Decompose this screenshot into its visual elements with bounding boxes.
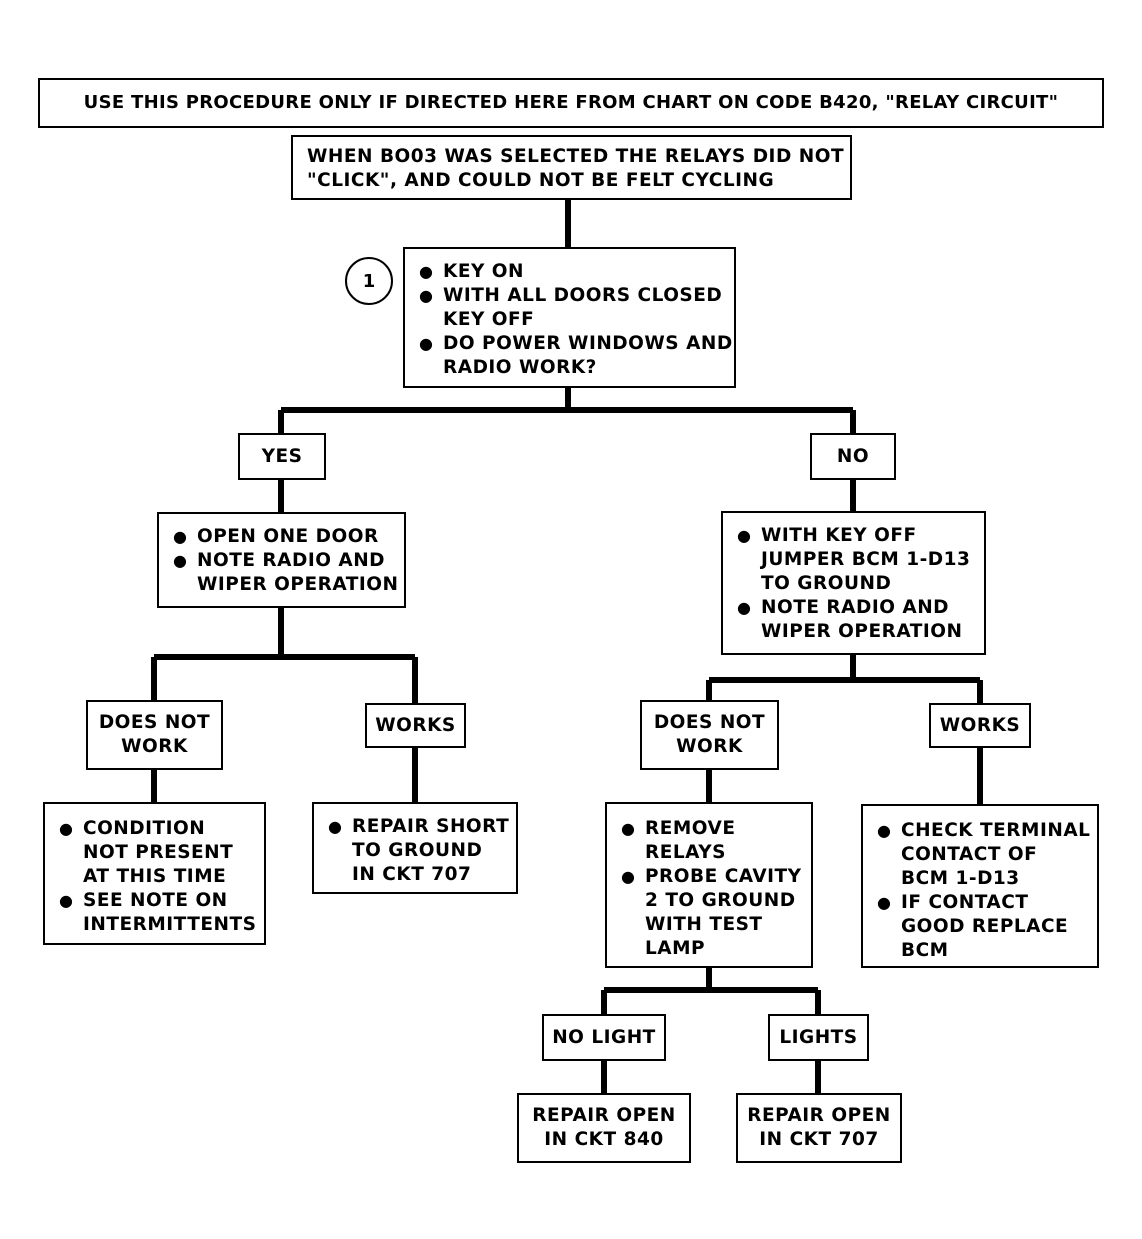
- no-does-not-work-result: REMOVE RELAYS PROBE CAVITY 2 TO GROUND W…: [605, 802, 813, 968]
- label-text: LIGHTS: [779, 1026, 858, 1048]
- lights-result: REPAIR OPEN IN CKT 707: [736, 1093, 902, 1163]
- step1-item-line: KEY ON: [443, 261, 525, 282]
- result-line: REPAIR OPEN: [747, 1105, 891, 1126]
- intro-line: WHEN BO03 WAS SELECTED THE RELAYS DID NO…: [307, 146, 845, 167]
- label-line: WORK: [676, 736, 743, 757]
- step1-box: KEY ON WITH ALL DOORS CLOSED KEY OFF DO …: [403, 247, 736, 388]
- no-label: NO: [810, 433, 896, 480]
- result-line: CONTACT OF: [901, 844, 1038, 865]
- no-action-line: TO GROUND: [761, 573, 892, 594]
- result-line: PROBE CAVITY: [645, 866, 802, 887]
- step1-item-line: WITH ALL DOORS CLOSED: [443, 285, 723, 306]
- result-line: CHECK TERMINAL: [901, 820, 1091, 841]
- no-action-box: WITH KEY OFF JUMPER BCM 1-D13 TO GROUND …: [721, 511, 986, 655]
- result-item: REPAIR SHORT TO GROUND IN CKT 707: [328, 815, 516, 887]
- lights-label: LIGHTS: [768, 1014, 869, 1061]
- result-line: LAMP: [645, 938, 706, 959]
- result-line: SEE NOTE ON: [83, 890, 228, 911]
- result-item: IF CONTACT GOOD REPLACE BCM: [877, 891, 1097, 963]
- no-label-text: NO: [836, 445, 870, 467]
- step1-item-line: RADIO WORK?: [443, 357, 597, 378]
- no-action-line: JUMPER BCM 1-D13: [761, 549, 971, 570]
- result-item: REMOVE RELAYS: [621, 817, 811, 865]
- no-action-item: NOTE RADIO AND WIPER OPERATION: [737, 596, 984, 644]
- yes-works-label: WORKS: [365, 703, 466, 748]
- result-line: IN CKT 840: [544, 1129, 664, 1150]
- result-line: REMOVE: [645, 818, 736, 839]
- step-number: 1: [362, 270, 376, 292]
- result-line: 2 TO GROUND: [645, 890, 796, 911]
- no-works-label: WORKS: [929, 703, 1031, 748]
- result-line: WITH TEST: [645, 914, 763, 935]
- no-action-line: WIPER OPERATION: [761, 621, 963, 642]
- label-text: NO LIGHT: [552, 1026, 656, 1048]
- yes-action-line: NOTE RADIO AND: [197, 550, 386, 571]
- result-line: TO GROUND: [352, 840, 483, 861]
- label-text: WORKS: [375, 714, 456, 736]
- step1-item: KEY ON: [419, 260, 734, 284]
- header-banner: USE THIS PROCEDURE ONLY IF DIRECTED HERE…: [38, 78, 1104, 128]
- yes-does-not-work-result: CONDITION NOT PRESENT AT THIS TIME SEE N…: [43, 802, 266, 945]
- intro-line: "CLICK", AND COULD NOT BE FELT CYCLING: [307, 170, 775, 191]
- label-line: DOES NOT: [98, 712, 211, 733]
- result-line: AT THIS TIME: [83, 866, 227, 887]
- no-action-line: NOTE RADIO AND: [761, 597, 950, 618]
- no-does-not-work-label: DOES NOT WORK: [640, 700, 779, 770]
- result-line: IN CKT 707: [352, 864, 472, 885]
- label-line: DOES NOT: [653, 712, 766, 733]
- result-line: NOT PRESENT: [83, 842, 234, 863]
- step1-item: WITH ALL DOORS CLOSED KEY OFF: [419, 284, 734, 332]
- yes-action-line: WIPER OPERATION: [197, 574, 399, 595]
- result-line: RELAYS: [645, 842, 726, 863]
- result-line: BCM: [901, 940, 949, 961]
- no-action-item: WITH KEY OFF JUMPER BCM 1-D13 TO GROUND: [737, 524, 984, 596]
- result-line: IN CKT 707: [759, 1129, 879, 1150]
- yes-label: YES: [238, 433, 326, 480]
- step1-item-line: DO POWER WINDOWS AND: [443, 333, 733, 354]
- header-text: USE THIS PROCEDURE ONLY IF DIRECTED HERE…: [83, 92, 1059, 113]
- result-line: BCM 1-D13: [901, 868, 1020, 889]
- yes-action-item: NOTE RADIO AND WIPER OPERATION: [173, 549, 404, 597]
- no-works-result: CHECK TERMINAL CONTACT OF BCM 1-D13 IF C…: [861, 804, 1099, 968]
- result-line: GOOD REPLACE: [901, 916, 1069, 937]
- result-item: CONDITION NOT PRESENT AT THIS TIME: [59, 817, 264, 889]
- label-line: WORK: [121, 736, 188, 757]
- result-line: CONDITION: [83, 818, 206, 839]
- intro-box: WHEN BO03 WAS SELECTED THE RELAYS DID NO…: [291, 135, 852, 200]
- result-line: REPAIR OPEN: [532, 1105, 676, 1126]
- result-line: IF CONTACT: [901, 892, 1029, 913]
- yes-does-not-work-label: DOES NOT WORK: [86, 700, 223, 770]
- yes-action-box: OPEN ONE DOOR NOTE RADIO AND WIPER OPERA…: [157, 512, 406, 608]
- result-line: REPAIR SHORT: [352, 816, 510, 837]
- no-light-label: NO LIGHT: [542, 1014, 666, 1061]
- result-item: PROBE CAVITY 2 TO GROUND WITH TEST LAMP: [621, 865, 811, 961]
- yes-action-item: OPEN ONE DOOR: [173, 525, 404, 549]
- yes-action-line: OPEN ONE DOOR: [197, 526, 379, 547]
- step1-item-line: KEY OFF: [443, 309, 535, 330]
- result-item: CHECK TERMINAL CONTACT OF BCM 1-D13: [877, 819, 1097, 891]
- result-item: SEE NOTE ON INTERMITTENTS: [59, 889, 264, 937]
- no-action-line: WITH KEY OFF: [761, 525, 917, 546]
- label-text: WORKS: [939, 714, 1021, 736]
- result-line: INTERMITTENTS: [83, 914, 257, 935]
- step1-item: DO POWER WINDOWS AND RADIO WORK?: [419, 332, 734, 380]
- step-marker: 1: [345, 257, 393, 305]
- yes-works-result: REPAIR SHORT TO GROUND IN CKT 707: [312, 802, 518, 894]
- yes-label-text: YES: [261, 445, 303, 467]
- no-light-result: REPAIR OPEN IN CKT 840: [517, 1093, 691, 1163]
